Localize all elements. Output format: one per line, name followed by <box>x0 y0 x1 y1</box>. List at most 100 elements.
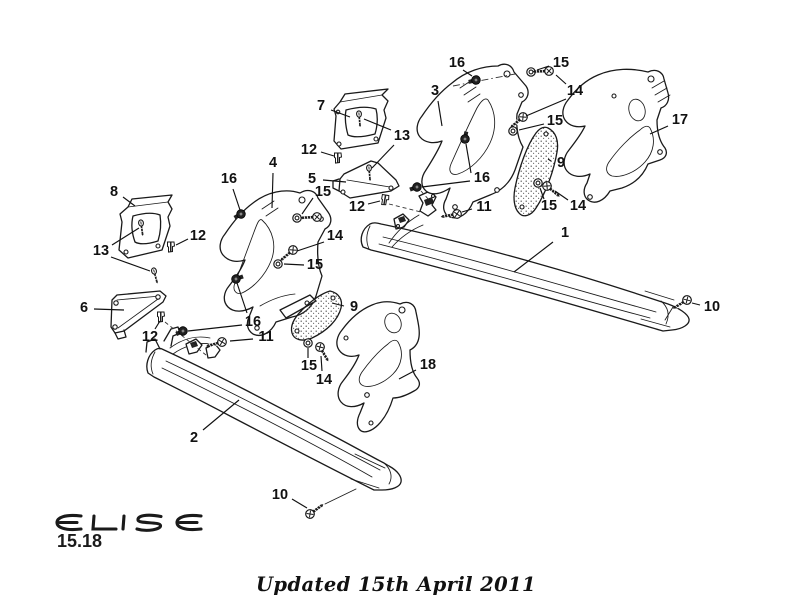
clip-12-icon <box>334 152 342 164</box>
callout-5: 5 <box>308 171 316 187</box>
leader-line-2 <box>202 399 240 431</box>
leader-line-12 <box>320 151 335 157</box>
callout-18: 18 <box>420 357 436 373</box>
callout-11: 11 <box>258 329 273 345</box>
elise-logo: ELISE <box>55 513 203 532</box>
callout-14: 14 <box>567 83 583 99</box>
leader-line-13 <box>363 118 392 131</box>
callout-13: 13 <box>394 128 410 144</box>
callout-16: 16 <box>245 314 261 330</box>
leader-line-10 <box>291 498 308 509</box>
leader-line-5 <box>322 179 347 183</box>
callout-16: 16 <box>474 170 490 186</box>
leader-line-11 <box>229 338 254 342</box>
callout-15: 15 <box>315 184 331 200</box>
callout-15: 15 <box>301 358 317 374</box>
washer-15-icon <box>533 178 543 188</box>
leader-line-15 <box>539 187 545 200</box>
screw-13-icon <box>150 266 161 286</box>
part-2-sill-cover-drawing <box>145 326 402 491</box>
callout-14: 14 <box>316 372 332 388</box>
leader-line-14 <box>320 355 323 372</box>
part-1-sill-cover-drawing <box>360 190 690 332</box>
callout-6: 6 <box>80 300 88 316</box>
screw-10-icon <box>302 499 328 522</box>
callout-12: 12 <box>190 228 206 244</box>
diagram-artwork <box>110 63 695 522</box>
part-8-bracket-drawing <box>118 194 173 259</box>
callout-9: 9 <box>557 155 565 171</box>
callout-7: 7 <box>317 98 325 114</box>
leader-line-6 <box>93 308 125 311</box>
callout-17: 17 <box>672 112 688 128</box>
leader-line-13 <box>371 144 395 169</box>
callout-14: 14 <box>570 198 586 214</box>
callout-3: 3 <box>431 83 439 99</box>
clip-12-icon <box>157 311 165 323</box>
callout-9: 9 <box>350 299 358 315</box>
grommet-16-icon <box>407 180 424 195</box>
leader-line-9 <box>331 302 345 307</box>
leader-line-15 <box>283 263 305 266</box>
callout-15: 15 <box>541 198 557 214</box>
page-number: 15.18 <box>57 531 102 551</box>
leader-line-11 <box>461 208 473 213</box>
assembly-lines <box>164 73 674 505</box>
callout-16: 16 <box>221 171 237 187</box>
callout-13: 13 <box>93 243 109 259</box>
part-17-panel-drawing <box>562 68 671 203</box>
leader-line-14 <box>525 98 567 117</box>
callout-15: 15 <box>307 257 323 273</box>
leader-line-15 <box>301 197 314 215</box>
callout-8: 8 <box>110 184 118 200</box>
clip-12-icon <box>167 241 175 253</box>
leader-line-10 <box>691 302 701 306</box>
leader-line-12 <box>175 238 189 246</box>
part-9-pad-upper-drawing <box>513 126 559 217</box>
leader-line-16 <box>462 69 473 77</box>
washer-15-icon <box>273 259 283 269</box>
callout-10: 10 <box>272 487 288 503</box>
leader-line-12 <box>367 200 381 205</box>
leader-line-14 <box>554 190 569 201</box>
callout-12: 12 <box>349 199 365 215</box>
leader-line-14 <box>296 241 325 252</box>
leader-line-8 <box>122 196 136 207</box>
leader-line-7 <box>330 109 351 118</box>
leader-line-18 <box>398 369 417 380</box>
leader-line-12 <box>154 320 161 330</box>
leader-line-16 <box>421 180 471 188</box>
leader-line-16 <box>187 324 243 332</box>
washer-15-icon <box>292 213 302 223</box>
leader-line-1 <box>513 241 554 273</box>
callout-12: 12 <box>142 329 158 345</box>
part-18-panel-drawing <box>336 301 421 433</box>
leader-line-16 <box>465 143 472 174</box>
leader-line-17 <box>649 125 669 135</box>
part-9-pad-lower-drawing <box>290 290 343 341</box>
leader-line-9 <box>547 158 552 162</box>
leader-line-13 <box>110 256 151 272</box>
screw-14-icon <box>539 178 564 202</box>
callout-14: 14 <box>327 228 343 244</box>
washer-15-icon <box>303 338 313 348</box>
callout-15: 15 <box>547 113 563 129</box>
leader-line-13 <box>111 227 140 246</box>
leader-line-4 <box>271 172 274 209</box>
callout-11: 11 <box>476 199 491 215</box>
part-3-panel-drawing <box>416 63 529 219</box>
washer-15-icon <box>508 126 518 136</box>
leader-line-16 <box>232 188 241 211</box>
callout-15: 15 <box>553 55 569 71</box>
callout-1: 1 <box>561 225 569 241</box>
callout-4: 4 <box>269 155 277 171</box>
leader-line-3 <box>437 100 443 127</box>
footer-note: Updated 15th April 2011 <box>256 573 536 596</box>
leader-line-15 <box>536 65 550 71</box>
part-6-bracket-drawing <box>110 290 167 340</box>
clip-12-icon <box>380 193 390 207</box>
callout-12: 12 <box>301 142 317 158</box>
